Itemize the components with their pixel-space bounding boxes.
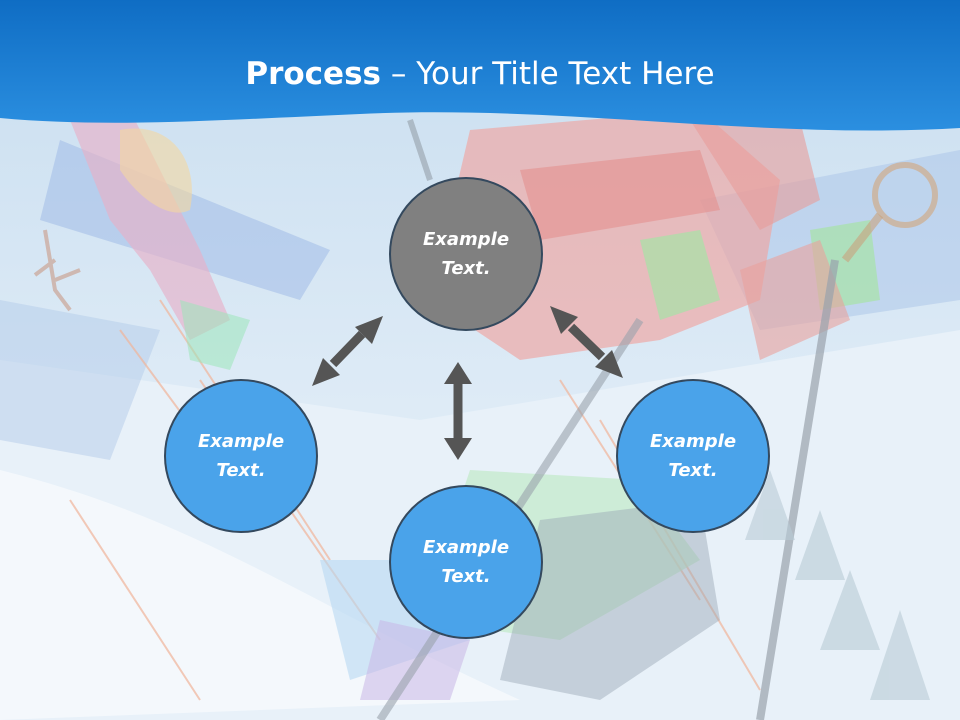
- process-node-right-label: Example Text.: [649, 431, 737, 481]
- double-arrow-center-vertical: [444, 362, 472, 460]
- process-node-left[interactable]: Example Text.: [164, 379, 318, 533]
- slide-title-bold: Process: [245, 56, 381, 92]
- process-node-top-label: Example Text.: [422, 229, 510, 279]
- header-band: [0, 0, 960, 131]
- slide-title: Process – Your Title Text Here: [0, 52, 960, 96]
- process-node-bottom-label: Example Text.: [422, 537, 510, 587]
- process-node-bottom[interactable]: Example Text.: [389, 485, 543, 639]
- process-node-left-label: Example Text.: [197, 431, 285, 481]
- double-arrow-left-top: [312, 316, 383, 386]
- double-arrow-right-top: [550, 306, 623, 378]
- process-node-top[interactable]: Example Text.: [389, 177, 543, 331]
- slide-title-rest: – Your Title Text Here: [381, 56, 715, 92]
- process-node-right[interactable]: Example Text.: [616, 379, 770, 533]
